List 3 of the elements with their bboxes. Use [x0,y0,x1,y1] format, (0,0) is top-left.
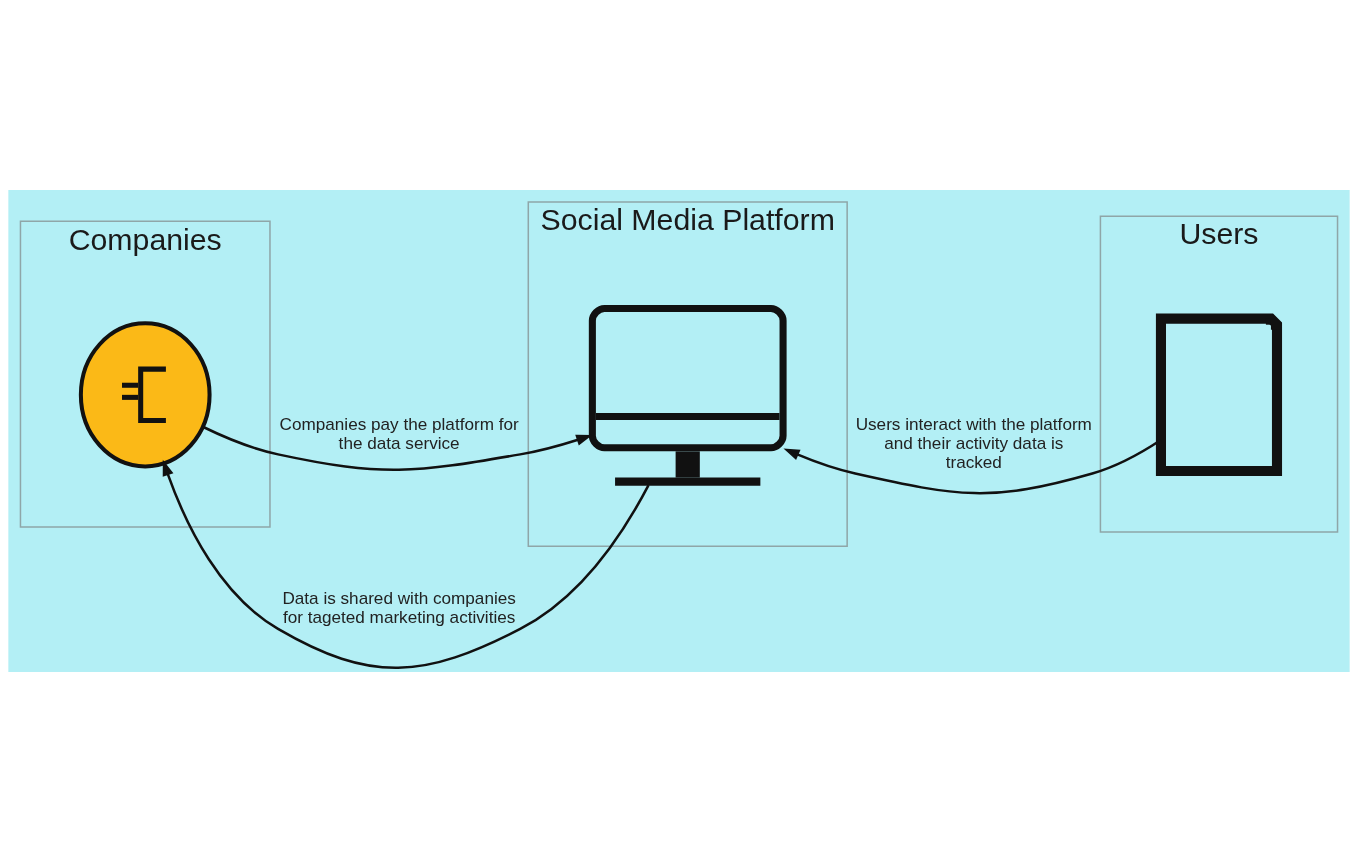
edge-label: Data is shared with companies for tageted marketing activities [282,587,516,627]
edge-label: Users interact with the platform and their activity data is tracked [855,413,1092,472]
edge-label: Companies pay the platform for the data service [279,413,519,453]
